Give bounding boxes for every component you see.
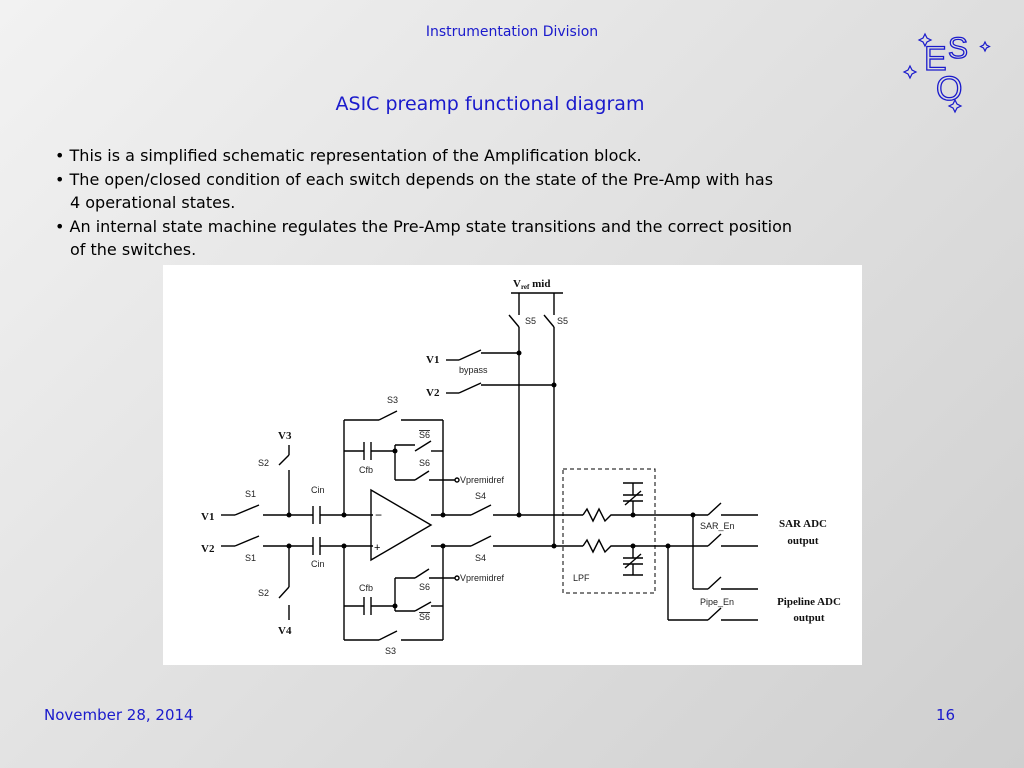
pipeline-output-label: output <box>793 612 825 624</box>
s5-left-label: S5 <box>525 316 536 326</box>
s2-top-label: S2 <box>258 458 269 468</box>
slide-title: ASIC preamp functional diagram <box>335 93 645 115</box>
bullet-2-cont: 4 operational states. <box>70 193 236 212</box>
page-number: 16 <box>936 706 956 724</box>
schematic-figure: Vref mid S5 S5 V1 V2 bypass S3 V3 S2 S1 … <box>163 265 862 665</box>
bullet-list: • This is a simplified schematic represe… <box>55 144 955 262</box>
s3-bottom-label: S3 <box>385 646 396 656</box>
v2-input-label: V2 <box>201 543 215 555</box>
bullet-3: • An internal state machine regulates th… <box>55 216 793 236</box>
sar-adc-label: SAR ADC <box>779 518 827 530</box>
svg-text:O: O <box>936 70 962 108</box>
eso-logo: E S O <box>902 31 991 114</box>
lpf-label: LPF <box>573 573 590 583</box>
vpremidref-top-label: Vpremidref <box>460 475 505 485</box>
s1-top-label: S1 <box>245 489 256 499</box>
vpremidref-bottom-label: Vpremidref <box>460 573 505 583</box>
amp-minus-label: − <box>375 508 382 522</box>
s1-bottom-label: S1 <box>245 553 256 563</box>
svg-text:E: E <box>924 40 947 78</box>
bypass-v2-label: V2 <box>426 387 440 399</box>
vref-label: Vref mid <box>513 278 550 291</box>
s6-bar-top-label: S6 <box>419 430 430 440</box>
s2-bottom-label: S2 <box>258 588 269 598</box>
cfb-top-label: Cfb <box>359 465 373 475</box>
preamp-schematic: Vref mid S5 S5 V1 V2 bypass S3 V3 S2 S1 … <box>201 278 841 656</box>
s3-top-label: S3 <box>387 395 398 405</box>
cfb-bottom-label: Cfb <box>359 583 373 593</box>
bullet-2: • The open/closed condition of each swit… <box>55 169 774 189</box>
bypass-label: bypass <box>459 365 488 375</box>
bullet-1: • This is a simplified schematic represe… <box>55 146 642 165</box>
division-header: Instrumentation Division <box>425 24 599 40</box>
s6-bottom-label: S6 <box>419 582 430 592</box>
bullet-3-cont: of the switches. <box>70 240 197 259</box>
cin-bottom-label: Cin <box>311 559 325 569</box>
s4-bottom-label: S4 <box>475 553 486 563</box>
svg-text:S: S <box>948 32 968 65</box>
s6-top-label: S6 <box>419 458 430 468</box>
cin-top-label: Cin <box>311 485 325 495</box>
s4-top-label: S4 <box>475 491 486 501</box>
pipeline-adc-label: Pipeline ADC <box>777 596 841 608</box>
v3-label: V3 <box>278 430 292 442</box>
sar-output-label: output <box>787 535 819 547</box>
s5-right-label: S5 <box>557 316 568 326</box>
s6-bar-bottom-label: S6 <box>419 612 430 622</box>
pipe-en-label: Pipe_En <box>700 597 734 607</box>
footer-date: November 28, 2014 <box>44 706 194 724</box>
v1-input-label: V1 <box>201 511 214 523</box>
sar-en-label: SAR_En <box>700 521 735 531</box>
v4-label: V4 <box>278 625 292 637</box>
amp-plus-label: + <box>374 542 380 554</box>
bypass-v1-label: V1 <box>426 354 439 366</box>
